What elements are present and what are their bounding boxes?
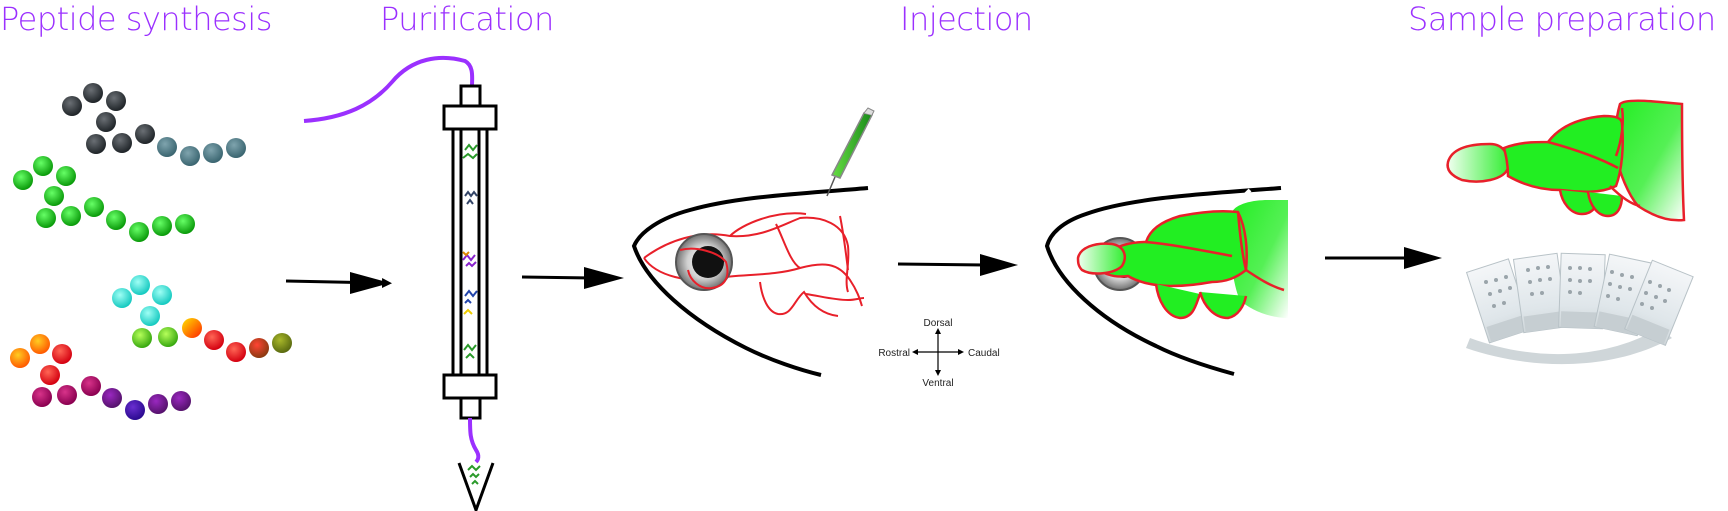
- arrow-4-head: [1404, 247, 1442, 269]
- outlet-tubing: [468, 417, 481, 464]
- arrow-2: [521, 275, 593, 280]
- stage-title-sample-preparation: Sample preparation: [1408, 0, 1716, 38]
- compass-rostral-label: Rostral: [878, 348, 910, 359]
- pipette-tip: [457, 462, 495, 511]
- orientation-compass: Dorsal Ventral Rostral Caudal: [878, 318, 999, 389]
- fish-head-labeled: [1044, 186, 1288, 376]
- stage-title-peptide-synthesis: Peptide synthesis: [0, 0, 272, 38]
- inlet-tubing: [303, 55, 475, 123]
- arrow-1-head: [350, 272, 390, 294]
- compass-dorsal-label: Dorsal: [924, 318, 953, 329]
- arrow-3: [897, 262, 986, 267]
- peptide-bead-chains: [10, 83, 292, 420]
- compass-ventral-label: Ventral: [922, 378, 953, 389]
- injection-needle: [830, 112, 874, 179]
- brain-section-slides: [1465, 252, 1694, 365]
- compass-caudal-label: Caudal: [968, 348, 1000, 359]
- stage-title-purification: Purification: [380, 0, 554, 38]
- stage-title-injection: Injection: [900, 0, 1033, 38]
- chromatography-column: [303, 55, 498, 464]
- arrow-3-head: [980, 254, 1018, 276]
- dissected-brain: [1446, 99, 1686, 222]
- arrow-2-head: [584, 267, 624, 289]
- fish-head-outline: [631, 186, 869, 377]
- fish-head-injection: [631, 107, 875, 377]
